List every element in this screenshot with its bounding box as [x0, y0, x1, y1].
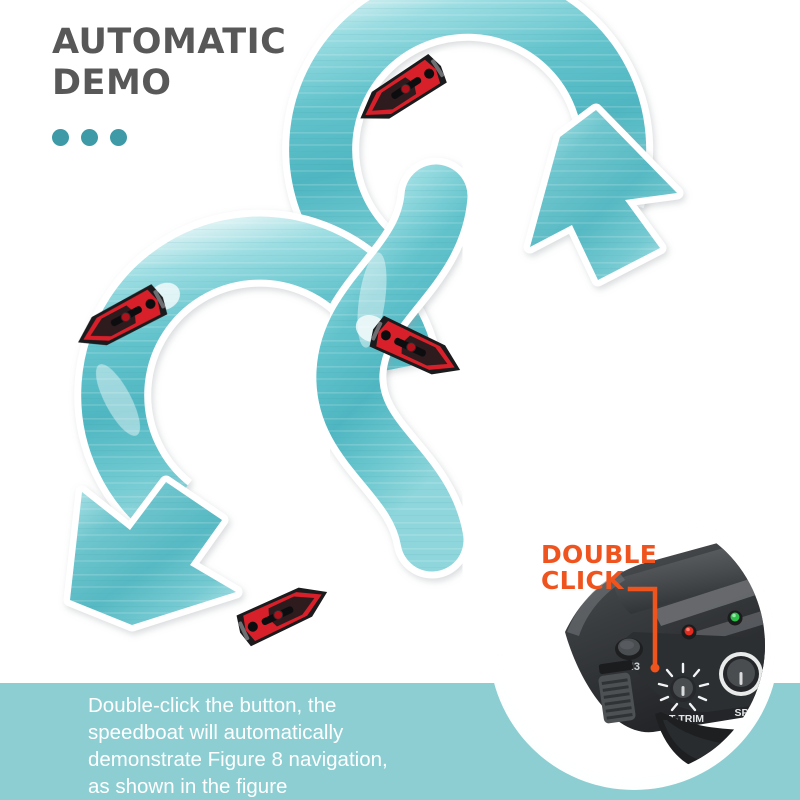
st-trim-knob[interactable] — [657, 662, 710, 712]
lower-arrow-texture — [70, 482, 236, 625]
lower-arrow-fill — [70, 482, 236, 625]
st-trim-ticks — [657, 662, 710, 712]
lever-ridges — [601, 678, 633, 720]
speed-knob[interactable] — [719, 652, 763, 696]
wake-spray — [95, 364, 141, 436]
upper-arrow-fill — [530, 110, 677, 280]
remote-edge-highlight — [567, 572, 625, 636]
led-green — [727, 610, 743, 626]
st-trim-indicator — [681, 686, 685, 696]
title-dots — [52, 129, 382, 147]
track-center-crossing-fill — [316, 164, 468, 572]
ch3-button-gloss — [620, 640, 634, 650]
upper-arrow-texture — [530, 110, 677, 280]
led-red — [681, 624, 697, 640]
lever-track[interactable] — [598, 660, 634, 675]
remote-stripe — [653, 574, 765, 626]
title-dot — [52, 129, 69, 147]
wake-spray — [415, 73, 525, 111]
title-dot — [110, 129, 127, 147]
wake-spray — [304, 596, 400, 628]
track-upper-loop-fill — [289, 0, 647, 305]
throttle-lever[interactable] — [598, 660, 636, 724]
title-block: AUTOMATIC DEMO — [52, 22, 382, 147]
upper-loop-texture — [289, 0, 647, 305]
center-crossing-texture — [316, 164, 468, 572]
caption-text: Double-click the button, the speedboat w… — [88, 694, 388, 799]
double-click-label: DOUBLE CLICK — [541, 540, 658, 595]
speed-knob-indicator — [739, 672, 743, 685]
title-dot — [81, 129, 98, 147]
page-title: AUTOMATIC DEMO — [52, 22, 287, 103]
ch3-button[interactable] — [615, 638, 643, 660]
